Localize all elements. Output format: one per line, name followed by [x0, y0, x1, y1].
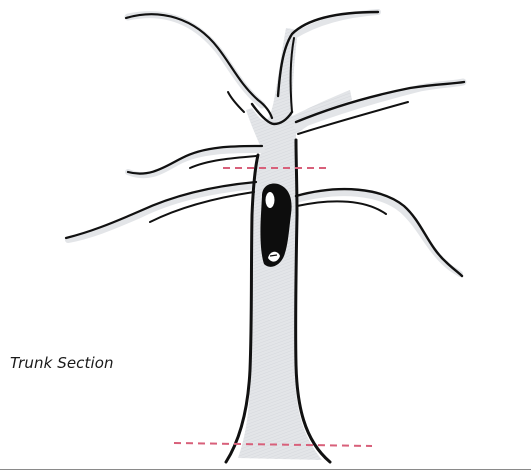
- bottom-divider: [0, 469, 531, 470]
- cavity-highlight: [266, 192, 275, 208]
- branch-left-middle-inner: [190, 156, 256, 168]
- branch-right-lower-inner: [297, 201, 386, 214]
- trunk-right-edge: [296, 140, 330, 462]
- trunk-section-label: Trunk Section: [10, 354, 114, 372]
- branch-upper-left-inner: [228, 92, 244, 112]
- branch-upper-left: [126, 14, 272, 118]
